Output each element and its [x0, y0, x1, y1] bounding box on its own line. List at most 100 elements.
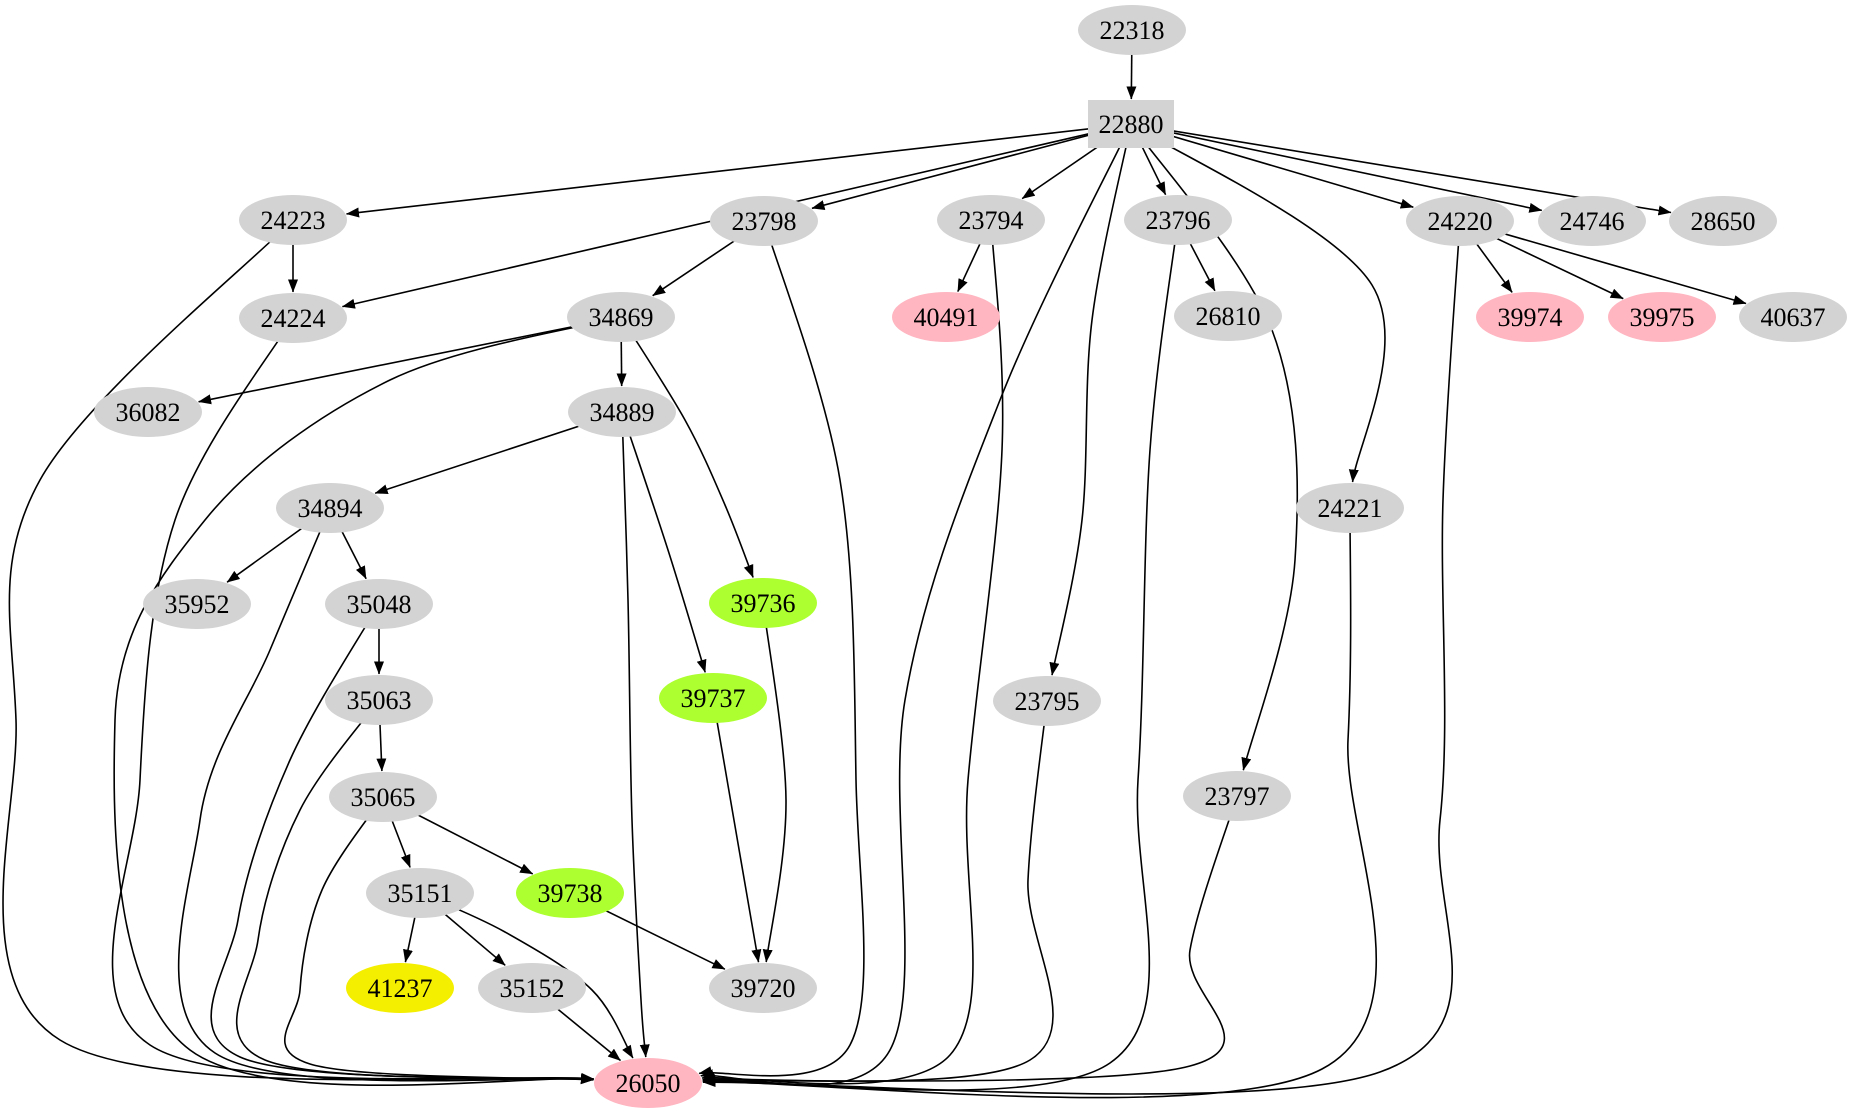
edge-22880-23795	[1049, 123, 1132, 676]
edge-35065-26050	[284, 796, 594, 1085]
edge-24220-26050	[702, 220, 1461, 1095]
node-label-39737: 39737	[681, 684, 746, 713]
node-label-35152: 35152	[500, 974, 565, 1003]
node-label-23796: 23796	[1146, 206, 1211, 235]
edge-24220-40637	[1459, 220, 1747, 305]
node-ellipse-39737	[659, 673, 767, 723]
node-label-23794: 23794	[959, 206, 1024, 235]
node-ellipse-40491	[892, 292, 1000, 342]
edge-22880-24220	[1130, 123, 1414, 209]
node-label-39738: 39738	[538, 879, 603, 908]
node-ellipse-35063	[325, 675, 433, 725]
node-ellipse-39720	[709, 963, 817, 1013]
node-ellipse-23797	[1183, 771, 1291, 821]
node-ellipse-39974	[1476, 292, 1584, 342]
node-34889: 34889	[568, 387, 676, 437]
node-label-24221: 24221	[1318, 494, 1383, 523]
node-ellipse-28650	[1669, 196, 1777, 246]
node-label-34894: 34894	[298, 494, 363, 523]
node-22318: 22318	[1078, 5, 1186, 55]
edge-34894-26050	[177, 507, 595, 1084]
node-39975: 39975	[1608, 292, 1716, 342]
node-24223: 24223	[239, 195, 347, 245]
node-35048: 35048	[325, 579, 433, 629]
node-ellipse-24224	[239, 293, 347, 343]
node-34894: 34894	[276, 483, 384, 533]
node-35152: 35152	[478, 963, 586, 1013]
edge-24224-26050	[111, 317, 595, 1083]
node-ellipse-26810	[1174, 291, 1282, 341]
node-label-35065: 35065	[351, 783, 416, 812]
edge-23796-26050	[702, 219, 1179, 1091]
node-label-24220: 24220	[1428, 207, 1493, 236]
node-label-40491: 40491	[914, 303, 979, 332]
node-26810: 26810	[1174, 291, 1282, 341]
node-39720: 39720	[709, 963, 817, 1013]
node-ellipse-34894	[276, 483, 384, 533]
node-23794: 23794	[937, 195, 1045, 245]
node-39737: 39737	[659, 673, 767, 723]
node-ellipse-23795	[993, 676, 1101, 726]
node-label-40637: 40637	[1761, 303, 1826, 332]
node-label-39975: 39975	[1630, 303, 1695, 332]
node-34869: 34869	[567, 292, 675, 342]
node-23798: 23798	[710, 196, 818, 246]
node-ellipse-24746	[1538, 196, 1646, 246]
edge-23794-26050	[701, 219, 1004, 1085]
edge-23798-26050	[698, 220, 865, 1077]
edge-34889-26050	[621, 411, 650, 1058]
node-label-26050: 26050	[616, 1069, 681, 1098]
node-label-24224: 24224	[261, 304, 326, 333]
node-label-23795: 23795	[1015, 687, 1080, 716]
node-41237: 41237	[346, 963, 454, 1013]
node-ellipse-26050	[594, 1058, 702, 1108]
node-39738: 39738	[516, 868, 624, 918]
node-ellipse-22318	[1078, 5, 1186, 55]
node-ellipse-34889	[568, 387, 676, 437]
node-ellipse-35952	[143, 579, 251, 629]
node-22880: 22880	[1088, 100, 1174, 148]
node-35952: 35952	[143, 579, 251, 629]
edge-24223-26050	[2, 219, 595, 1084]
node-label-23798: 23798	[732, 207, 797, 236]
node-ellipse-24221	[1296, 483, 1404, 533]
edge-34869-39736	[620, 316, 754, 578]
node-label-39720: 39720	[731, 974, 796, 1003]
node-24220: 24220	[1406, 196, 1514, 246]
node-24221: 24221	[1296, 483, 1404, 533]
node-label-26810: 26810	[1196, 302, 1261, 331]
node-ellipse-24223	[239, 195, 347, 245]
node-ellipse-23794	[937, 195, 1045, 245]
node-label-35063: 35063	[347, 686, 412, 715]
edge-34869-36082	[198, 316, 622, 405]
node-23795: 23795	[993, 676, 1101, 726]
node-ellipse-39738	[516, 868, 624, 918]
node-ellipse-39736	[709, 578, 817, 628]
node-35151: 35151	[366, 868, 474, 918]
node-ellipse-23798	[710, 196, 818, 246]
edge-23795-26050	[702, 700, 1054, 1084]
node-label-39736: 39736	[731, 589, 796, 618]
node-26050: 26050	[594, 1058, 702, 1108]
node-label-22318: 22318	[1100, 16, 1165, 45]
node-label-35952: 35952	[165, 590, 230, 619]
edge-22880-24746	[1130, 123, 1543, 213]
node-35063: 35063	[325, 675, 433, 725]
node-40637: 40637	[1739, 292, 1847, 342]
node-ellipse-35065	[329, 772, 437, 822]
node-24224: 24224	[239, 293, 347, 343]
node-label-35048: 35048	[347, 590, 412, 619]
node-label-22880: 22880	[1099, 110, 1164, 139]
edge-39736-39720	[762, 602, 787, 963]
node-36082: 36082	[94, 387, 202, 437]
edge-layer	[2, 29, 1747, 1099]
node-ellipse-23796	[1124, 195, 1232, 245]
edge-39737-39720	[712, 697, 762, 963]
node-label-35151: 35151	[388, 879, 453, 908]
edge-34889-39737	[621, 411, 707, 673]
node-23796: 23796	[1124, 195, 1232, 245]
node-ellipse-35152	[478, 963, 586, 1013]
node-ellipse-41237	[346, 963, 454, 1013]
edge-22880-24221	[1130, 123, 1386, 483]
